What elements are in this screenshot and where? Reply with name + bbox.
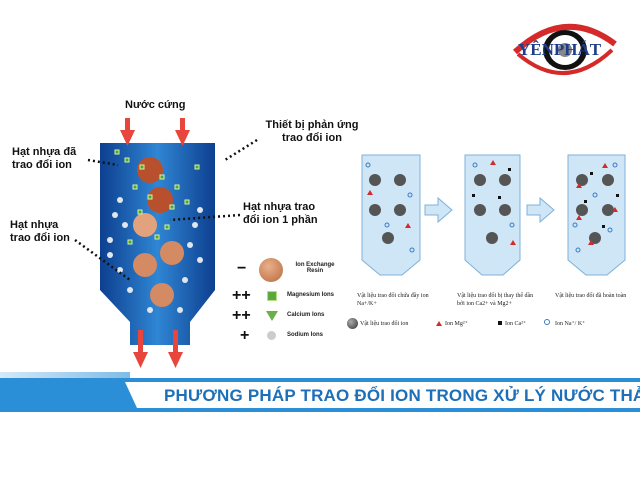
right-legend: Vật liệu trao đổi ion Ion Mg²⁺ Ion Ca²⁺ … bbox=[347, 318, 637, 332]
magnesium-ion-icon bbox=[267, 291, 277, 301]
caption-stage-1: Vật liệu trao đổi chứa đầy ion Na+/K+ bbox=[357, 293, 429, 307]
vessel-1 bbox=[361, 154, 421, 276]
blue-circle-icon bbox=[544, 319, 550, 325]
sodium-ion-icon bbox=[267, 331, 276, 340]
sodium-ions bbox=[107, 197, 203, 313]
left-legend: − Ion Exchange Resin ++ Magnesium Ions +… bbox=[232, 256, 352, 346]
label-partial-resin: Hạt nhựa trao đổi ion 1 phần bbox=[243, 201, 318, 226]
exchange-stages bbox=[361, 154, 626, 276]
ion-exchange-column bbox=[74, 118, 258, 368]
resin-bead-icon bbox=[259, 258, 283, 282]
legend-calcium: ++ Calcium Ions bbox=[232, 307, 325, 324]
black-square-icon bbox=[498, 321, 502, 325]
exchange-material-icon bbox=[347, 318, 358, 329]
vessel-2 bbox=[464, 154, 521, 276]
label-exchanged-resin: Hạt nhựa đã trao đổi ion bbox=[12, 146, 77, 171]
label-resin: Hạt nhựa trao đổi ion bbox=[10, 219, 70, 244]
stage-arrow-2 bbox=[526, 196, 555, 224]
legend-sodium: + Sodium Ions bbox=[240, 327, 323, 344]
legend-magnesium: ++ Magnesium Ions bbox=[232, 287, 335, 304]
logo-text: YÊNPHÁT bbox=[518, 40, 602, 59]
legend-resin: − Ion Exchange Resin bbox=[232, 256, 352, 286]
magnesium-ions bbox=[114, 149, 200, 245]
logo-eye-icon bbox=[512, 23, 617, 76]
title-banner: PHƯƠNG PHÁP TRAO ĐỔI ION TRONG XỬ LÝ NƯỚ… bbox=[0, 372, 640, 412]
inlet-arrows bbox=[120, 118, 190, 146]
logo: YÊNPHÁT bbox=[510, 14, 620, 84]
label-reactor: Thiết bị phản ứng trao đổi ion bbox=[265, 119, 359, 144]
red-triangle-icon bbox=[436, 321, 442, 326]
caption-stage-2: Vật liệu trao đổi bị thay thế dần bởi io… bbox=[457, 293, 534, 307]
pointer-lines bbox=[74, 138, 258, 282]
outlet-arrows bbox=[133, 330, 183, 368]
vessel-3 bbox=[567, 154, 626, 276]
banner-title: PHƯƠNG PHÁP TRAO ĐỔI ION TRONG XỬ LÝ NƯỚ… bbox=[164, 386, 640, 405]
resin-beads bbox=[133, 157, 184, 307]
caption-stage-3: Vật liệu trao đổi đã hoàn toàn bbox=[555, 293, 627, 299]
inlet-label: Nước cứng bbox=[125, 99, 186, 111]
stage-arrow-1 bbox=[424, 196, 453, 224]
calcium-ion-icon bbox=[266, 311, 278, 321]
banner-white-panel bbox=[125, 382, 640, 408]
